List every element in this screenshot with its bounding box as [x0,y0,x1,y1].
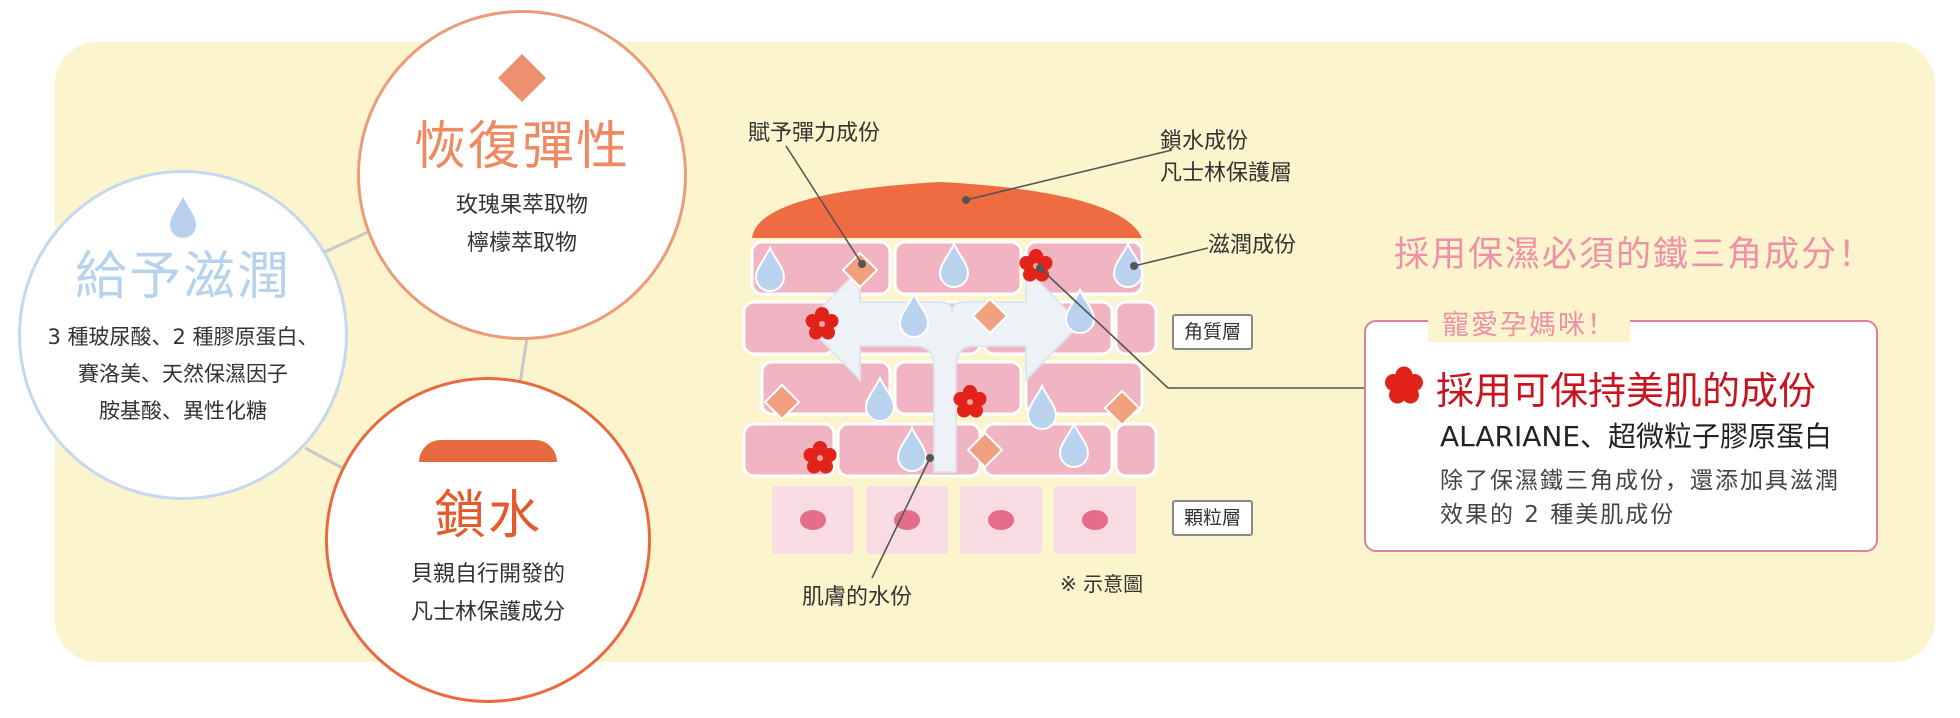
feature-headline: 採用保濕必須的鐵三角成分！ [1394,235,1876,275]
feature-description: 除了保濕鐵三角成份，還添加具滋潤效果的 2 種美肌成份 [1440,468,1840,528]
vaseline-layer [752,182,1142,238]
elasticity-ingredients: 玫瑰果萃取物 檸檬萃取物 [455,193,588,256]
feature-subtitle: ALARIANE、超微粒子膠原蛋白 [1440,420,1833,453]
lock-circle: 鎖水 貝親自行開發的 凡士林保護成分 [325,377,651,703]
moisturize-title: 給予滋潤 [74,247,291,307]
moisturize-circle: 給予滋潤 3 種玻尿酸、2 種膠原蛋白、 賽洛美、天然保濕因子 胺基酸、異性化糖 [18,170,348,500]
lock-title: 鎖水 [433,486,542,546]
label-elastic-component: 賦予彈力成份 [748,121,881,146]
circle-connectors [304,228,529,472]
leader-lines [785,145,1392,579]
water-flow-arrow [804,265,1082,473]
label-skin-water: 肌膚的水份 [802,585,913,610]
granular-layer-cells [772,486,1136,554]
water-drop-icon [170,197,196,238]
feature-box: 寵愛孕媽咪！ 採用可保持美肌的成份 ALARIANE、超微粒子膠原蛋白 除了保濕… [1364,303,1878,552]
feature-title: 採用可保持美肌的成份 [1436,369,1817,413]
red-flower-icon [1385,366,1423,404]
cap-icon [419,440,557,462]
diagram-note: ※ 示意圖 [1060,572,1144,596]
label-moist-component: 滋潤成份 [1208,233,1297,258]
elasticity-circle: 恢復彈性 玫瑰果萃取物 檸檬萃取物 [357,10,687,340]
label-granular-layer: 顆粒層 [1172,500,1254,536]
feature-box-label: 寵愛孕媽咪！ [1428,303,1630,342]
lock-ingredients: 貝親自行開發的 凡士林保護成分 [410,562,565,625]
elasticity-title: 恢復彈性 [413,117,630,177]
moisturize-ingredients: 3 種玻尿酸、2 種膠原蛋白、 賽洛美、天然保濕因子 胺基酸、異性化糖 [47,325,319,423]
label-stratum-corneum: 角質層 [1172,314,1254,350]
label-lock-component: 鎖水成份 凡士林保護層 [1160,129,1293,186]
